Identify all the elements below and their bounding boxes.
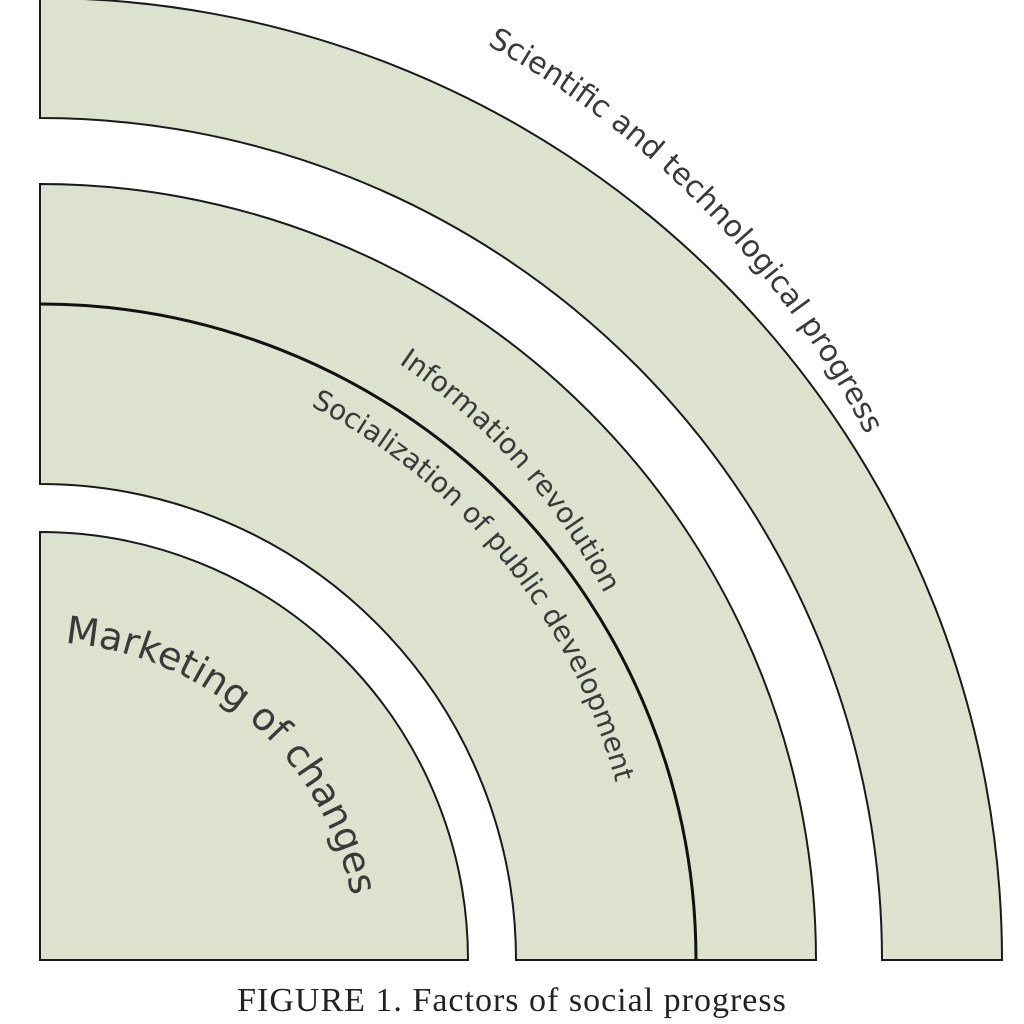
band-information-socialization — [39, 182, 818, 961]
band-divider-line — [39, 302, 698, 961]
figure-caption: FIGURE 1. Factors of social progress — [237, 982, 787, 1019]
band-scientific-progress — [39, 0, 1004, 961]
core-marketing-of-changes — [39, 530, 470, 961]
